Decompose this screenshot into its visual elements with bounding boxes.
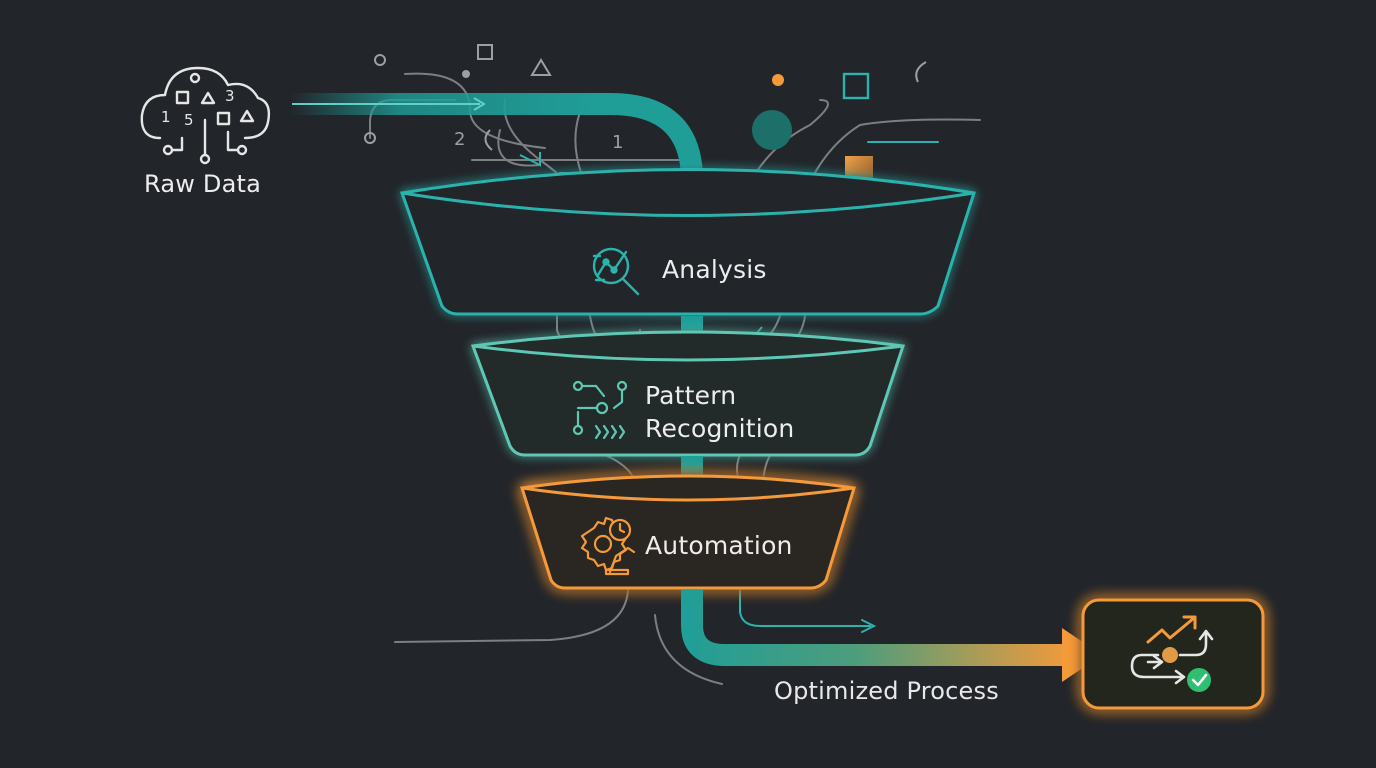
open-arc-shape (915, 61, 927, 83)
chart-magnifier-icon (592, 247, 640, 296)
scatter-digit: 2 (454, 129, 465, 150)
pattern-recognition-label: Pattern Recognition (645, 379, 794, 445)
pattern-label-line2: Recognition (645, 414, 795, 443)
raw-data-label: Raw Data (144, 170, 262, 198)
arc-shape (484, 129, 493, 151)
dot-shape (462, 70, 470, 78)
automation-funnel (520, 474, 856, 590)
pattern-label-line1: Pattern (645, 381, 737, 410)
pattern-nodes-icon (572, 380, 628, 440)
check-badge-icon (1187, 668, 1211, 692)
small-circle-shape (374, 54, 386, 66)
pattern-funnel (470, 330, 905, 457)
orange-dot-shape (772, 74, 784, 86)
loop-growth-check-icon (1130, 615, 1214, 685)
cloud-digit: 3 (225, 87, 235, 105)
cloud-digit: 1 (161, 108, 171, 126)
node-circle-shape (364, 132, 376, 144)
analysis-funnel (399, 168, 976, 316)
checkmark-icon (1191, 673, 1208, 687)
small-square-shape (477, 44, 493, 60)
teal-square-shape (842, 72, 870, 100)
cloud-digit: 5 (184, 111, 194, 129)
automation-label: Automation (645, 531, 793, 560)
scatter-digit: 1 (612, 132, 623, 153)
small-arrowhead-shape (519, 152, 541, 167)
triangle-shape (530, 58, 552, 76)
teal-circle-shape (752, 110, 792, 150)
gear-clock-robot-arm-icon (580, 516, 636, 576)
process-node-icon (1162, 647, 1178, 663)
cloud-data-icon (140, 66, 271, 165)
output-flow-arrow (681, 590, 1102, 682)
analysis-label: Analysis (662, 255, 767, 284)
optimized-process-label: Optimized Process (774, 677, 999, 705)
